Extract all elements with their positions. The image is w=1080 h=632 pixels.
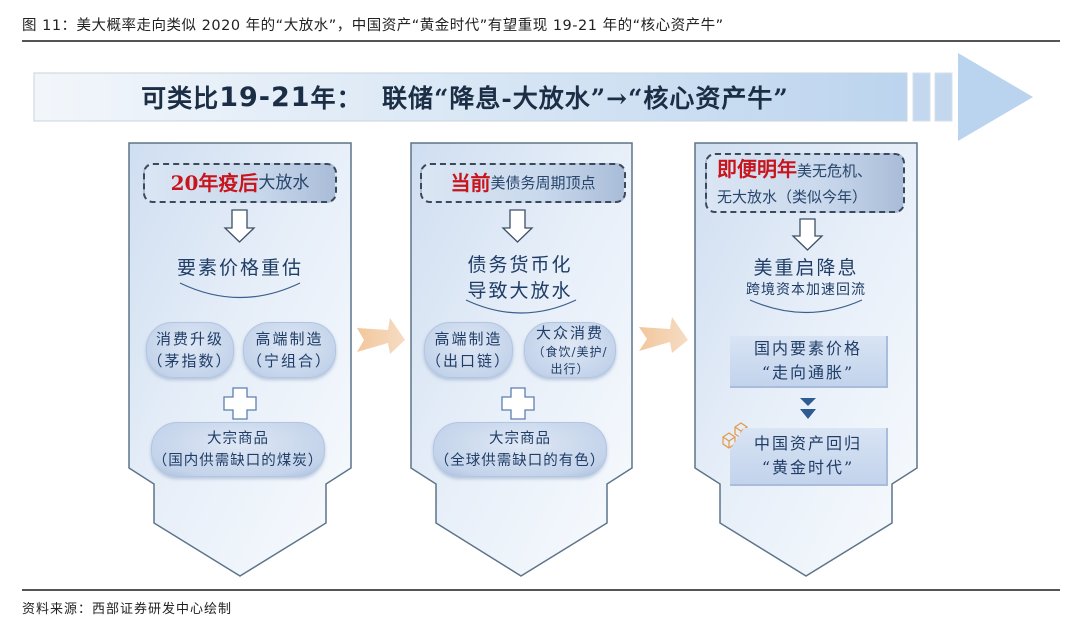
pill-line: 高端制造: [255, 330, 324, 348]
banner-stripe-2: [934, 72, 953, 122]
box-line: “黄金时代”: [761, 458, 855, 477]
banner-arrowhead: [958, 53, 1033, 141]
figure-caption: 图 11：美大概率走向类似 2020 年的“大放水”，中国资产“黄金时代”有望重…: [22, 18, 724, 34]
arc-underline-2: [465, 299, 577, 314]
pill-line: 大宗商品: [207, 430, 269, 447]
panel-1-pill-2: 高端制造 （宁组合）: [243, 322, 336, 378]
banner-prefix: 可类比: [141, 84, 220, 113]
pill-line: 高端制造: [434, 330, 503, 348]
pill-line: 大众消费: [535, 324, 604, 342]
pill-line: 消费升级: [155, 330, 224, 348]
pill-line: （食饮/美护/: [532, 345, 608, 359]
panel-1-commodity-pill: 大宗商品 （国内供需缺口的煤炭）: [151, 422, 325, 477]
panel-3-header-highlight: 即便明年: [717, 157, 797, 181]
plus-icon-1: [223, 387, 257, 420]
arc-underline-1: [179, 282, 301, 299]
pill-line: （出口链）: [425, 352, 511, 370]
down-arrow-icon-2: [501, 209, 534, 243]
panel-3-header-text-2: 无大放水（类似今年）: [717, 188, 868, 206]
box-line: “走向通胀”: [761, 363, 855, 382]
panel-2-header-highlight: 当前: [450, 171, 491, 195]
down-arrow-icon-3: [791, 218, 824, 251]
panel-1-pill-1: 消费升级 （茅指数）: [146, 322, 234, 378]
panel-2-header-text: 美债务周期顶点: [490, 174, 596, 192]
panel-3-box-inflation: 国内要素价格 “走向通胀”: [730, 336, 888, 388]
arc-underline-3: [749, 299, 863, 313]
panel-3-middle-main: 美重启降息: [753, 257, 859, 279]
panel-1-middle-line-1: 要素价格重估: [176, 257, 303, 279]
source-divider: [22, 589, 1060, 591]
panel-1-middle-text: 要素价格重估: [150, 254, 330, 282]
panel-2-middle-line-2: 导致大放水: [467, 280, 573, 302]
pill-line: （国内供需缺口的煤炭）: [152, 452, 324, 469]
panel-3-header-line-1: 即便明年美无危机、: [717, 156, 872, 184]
panel-2-pill-1: 高端制造 （出口链）: [424, 322, 513, 378]
banner-bar: [33, 72, 908, 122]
banner-stripe-1: [912, 72, 931, 122]
banner-years: 19-21: [219, 81, 311, 113]
plus-icon-2: [501, 387, 535, 420]
double-down-triangle-icon-top: [800, 398, 816, 406]
caption-divider: [22, 40, 1060, 42]
panel-2-pill-2: 大众消费 （食饮/美护/ 出行）: [524, 322, 616, 378]
panel-1-header-highlight: 20年疫后: [170, 171, 259, 195]
orange-arrow-1: [357, 318, 405, 354]
pill-line: 出行）: [550, 362, 590, 376]
box-line: 国内要素价格: [753, 339, 862, 358]
panel-2-middle-text: 债务货币化 导致大放水: [440, 252, 600, 304]
down-arrow-icon-1: [223, 209, 256, 243]
banner-suffix: 年： 联储“降息-大放水”→“核心资产牛”: [310, 84, 789, 113]
panel-3-middle-text: 美重启降息 跨境资本加速回流: [730, 256, 882, 300]
figure-source: 资料来源：西部证券研发中心绘制: [22, 602, 233, 617]
panel-1-header: 20年疫后大放水: [143, 163, 337, 203]
pill-line: 大宗商品: [489, 430, 551, 447]
panel-2-commodity-pill: 大宗商品 （全球供需缺口的有色）: [433, 422, 607, 477]
box-line: 中国资产回归: [753, 434, 862, 453]
panel-3-box-golden-era: 中国资产回归 “黄金时代”: [730, 428, 888, 486]
panel-1-header-text: 大放水: [258, 173, 310, 193]
pill-line: （宁组合）: [246, 352, 332, 370]
panel-2-header: 当前美债务周期顶点: [420, 163, 626, 203]
pill-line: （全球供需缺口的有色）: [434, 452, 606, 469]
panel-3-middle-sub: 跨境资本加速回流: [746, 282, 866, 298]
panel-2-middle-line-1: 债务货币化: [467, 254, 573, 276]
panel-3-header-text-1: 美无危机、: [797, 162, 873, 180]
pill-line: （茅指数）: [147, 352, 233, 370]
orange-arrow-2: [639, 317, 688, 353]
double-down-triangle-icon-bottom: [800, 409, 816, 419]
panel-3-header: 即便明年美无危机、 无大放水（类似今年）: [705, 153, 905, 213]
